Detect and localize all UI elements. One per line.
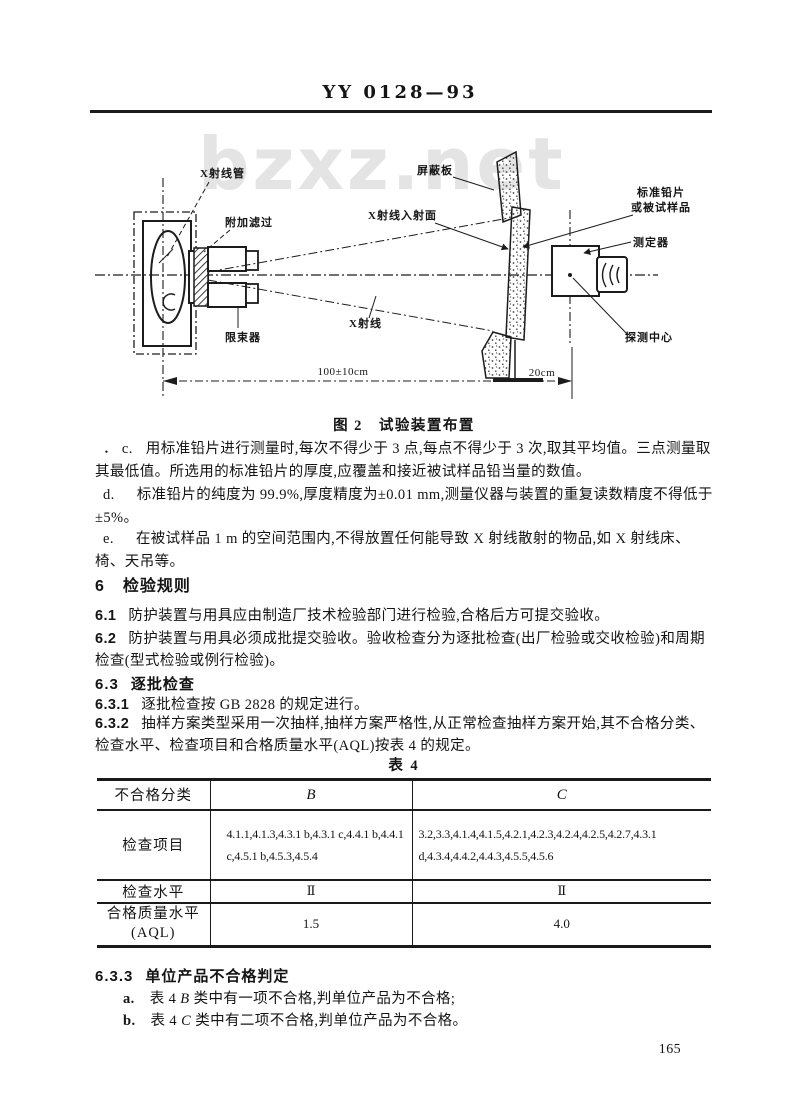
note-d-label: d. xyxy=(103,487,115,503)
column-c-header: C xyxy=(411,779,711,810)
sample-plate xyxy=(505,206,531,341)
sample-label-line2: 或被试样品 xyxy=(631,200,691,214)
dimension-100cm: 100±10cm xyxy=(318,366,369,378)
table-row-inspection-items: 检查项目 4.1.1,4.1.3,4.3.1 b,4.3.1 c,4.4.1 b… xyxy=(97,808,711,880)
table-row-aql: 合格质量水平 (AQL) 1.5 4.0 xyxy=(97,901,711,947)
header-rule xyxy=(90,110,712,113)
aql-class-b: 1.5 xyxy=(209,901,412,947)
page-number: 165 xyxy=(658,1042,681,1057)
incident-surface-label: X射线入射面 xyxy=(368,208,437,222)
detect-center-point xyxy=(568,273,572,277)
level-class-c: Ⅱ xyxy=(411,878,711,903)
note-c: ． c.用标准铅片进行测量时,每次不得少于 3 点,每点不得少于 3 次,取其平… xyxy=(95,438,713,484)
figure-2-diagram: 100±10cm 20cm X射线管 附加滤过 限束器 屏蔽板 X射线入射面 X… xyxy=(95,150,691,399)
row-head-classification: 不合格分类 xyxy=(114,788,192,805)
lower-shield-plate xyxy=(481,331,512,379)
detect-center-label: 探测中心 xyxy=(625,330,673,344)
table-4: 不合格分类 B C 检查项目 4.1.1,4.1.3,4.3.1 b,4.3.1… xyxy=(97,778,711,948)
note-e-text: 在被试样品 1 m 的空间范围内,不得放置任何能导致 X 射线散射的物品,如 X… xyxy=(95,531,690,570)
section-6-title: 检验规则 xyxy=(122,578,191,595)
items-class-b: 4.1.1,4.1.3,4.3.1 b,4.3.1 c,4.4.1 b,4.4.… xyxy=(209,808,412,880)
note-c-label: ． c. xyxy=(103,441,133,457)
xray-label: X射线 xyxy=(349,316,382,330)
note-d-text: 标准铅片的纯度为 99.9%,厚度精度为±0.01 mm,测量仪器与装置的重复读… xyxy=(95,487,713,526)
section-6-number: 6 xyxy=(95,578,105,595)
sample-label-line1: 标准铅片 xyxy=(636,185,685,199)
note-c-text: 用标准铅片进行测量时,每次不得少于 3 点,每点不得少于 3 次,取其平均值。三… xyxy=(95,441,711,480)
detector-assembly xyxy=(551,210,628,345)
row-head-items: 检查项目 xyxy=(97,808,210,880)
dimension-lines xyxy=(163,347,573,399)
aql-class-c: 4.0 xyxy=(411,901,711,947)
table-row-classification: 不合格分类 B C xyxy=(97,779,711,810)
beam-limiter-label: 限束器 xyxy=(225,330,261,344)
figure-leader-lines xyxy=(166,176,634,336)
detector-label: 测定器 xyxy=(633,235,669,249)
row-head-level: 检查水平 xyxy=(97,878,210,903)
table-4-caption: 表 4 xyxy=(388,758,420,774)
xray-tube-assembly xyxy=(133,178,259,398)
figure-caption: 图 2 试验装置布置 xyxy=(333,418,475,434)
judgement-item-a: a.表 4 B 类中有一项不合格,判单位产品为不合格; xyxy=(123,991,456,1007)
level-class-b: Ⅱ xyxy=(209,878,412,903)
beam-limiter-upper xyxy=(207,246,247,272)
row-head-aql: 合格质量水平 (AQL) xyxy=(97,901,210,947)
judgement-item-b: b.表 4 C 类中有二项不合格,判单位产品为不合格。 xyxy=(123,1013,468,1029)
xray-tube-label: X射线管 xyxy=(200,166,245,180)
note-e-label: e. xyxy=(103,531,114,547)
column-b-header: B xyxy=(209,779,412,810)
note-d: d.标准铅片的纯度为 99.9%,厚度精度为±0.01 mm,测量仪器与装置的重… xyxy=(95,484,713,530)
note-e: e.在被试样品 1 m 的空间范围内,不得放置任何能导致 X 射线散射的物品,如… xyxy=(95,528,713,574)
table-row-inspection-level: 检查水平 Ⅱ Ⅱ xyxy=(97,878,711,903)
added-filter-label: 附加滤过 xyxy=(225,215,273,229)
dimension-20cm: 20cm xyxy=(529,367,555,379)
standard-code: YY 0128—93 xyxy=(322,82,478,103)
beam-limiter-lower xyxy=(207,282,247,308)
added-filter-block xyxy=(193,247,209,307)
items-class-c: 3.2,3.3,4.1.4,4.1.5,4.2.1,4.2.3,4.2.4,4.… xyxy=(411,808,711,880)
shield-and-sample-plates xyxy=(481,150,543,382)
xray-beam-lines xyxy=(207,217,510,332)
section-6-heading: 6 检验规则 xyxy=(95,575,713,598)
shield-plate-label: 屏蔽板 xyxy=(417,163,453,177)
